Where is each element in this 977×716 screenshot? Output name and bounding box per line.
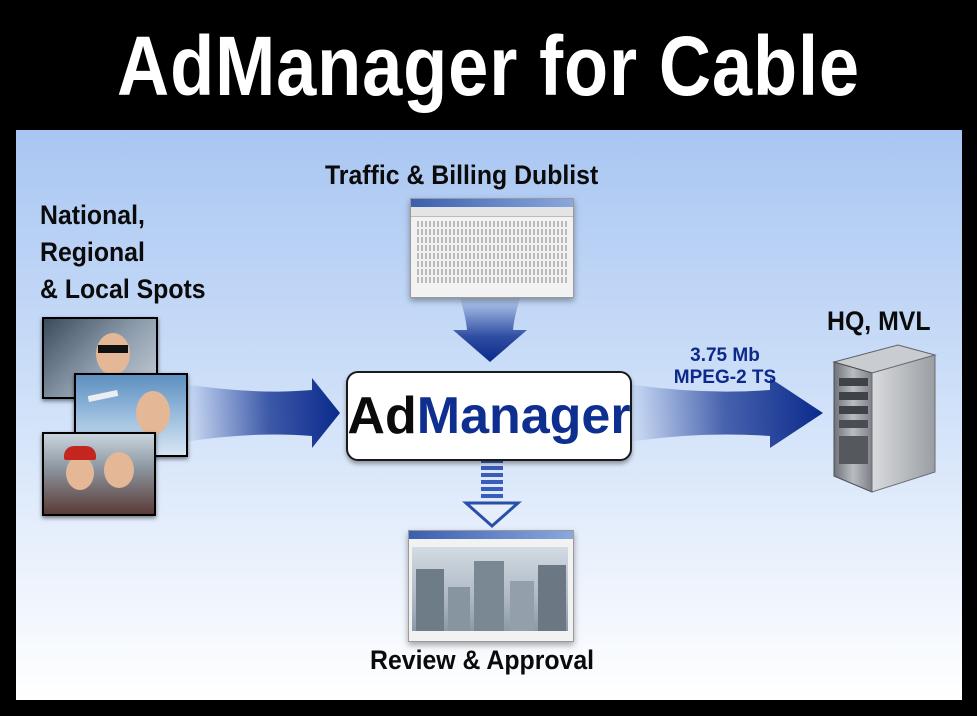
spots-label-line-2: Regional: [40, 237, 145, 267]
window-titlebar: [409, 531, 573, 539]
server-icon: [832, 344, 937, 493]
bitrate-value: 3.75 Mb: [690, 345, 760, 366]
list-item: [417, 229, 567, 235]
list-item: [417, 253, 567, 259]
city-render-image: [412, 547, 568, 631]
list-item: [417, 269, 567, 275]
list-item: [417, 277, 567, 283]
spot-photo-2: [74, 373, 188, 457]
dublist-rows: [411, 217, 573, 289]
admanager-logo-ad: Ad: [347, 387, 417, 445]
review-label: Review & Approval: [370, 645, 595, 675]
spot-photo-3: [42, 432, 156, 516]
spots-label-line-3: & Local Spots: [40, 274, 206, 304]
arrow-spots-to-admanager: [184, 378, 340, 448]
dublist-label: Traffic & Billing Dublist: [325, 160, 599, 190]
list-item: [417, 261, 567, 267]
bitrate-format: MPEG-2 TS: [673, 367, 777, 388]
list-item: [417, 221, 567, 227]
window-toolbar: [411, 207, 573, 217]
arrow-admanager-to-server: [628, 378, 823, 448]
list-item: [417, 245, 567, 251]
bitrate-label: 3.75 Mb MPEG-2 TS: [660, 345, 790, 389]
server-label: HQ, MVL: [827, 306, 931, 336]
spots-label-line-1: National,: [40, 200, 145, 230]
page-title: AdManager for Cable: [117, 19, 860, 113]
dublist-screenshot: [410, 198, 574, 298]
arrow-dublist-to-admanager: [453, 298, 527, 362]
window-titlebar: [411, 199, 573, 207]
spots-label: National, Regional & Local Spots: [40, 197, 206, 308]
arrow-admanager-to-review: [462, 459, 522, 529]
review-screenshot: [408, 530, 574, 642]
list-item: [417, 237, 567, 243]
admanager-logo-manager: Manager: [416, 387, 631, 445]
